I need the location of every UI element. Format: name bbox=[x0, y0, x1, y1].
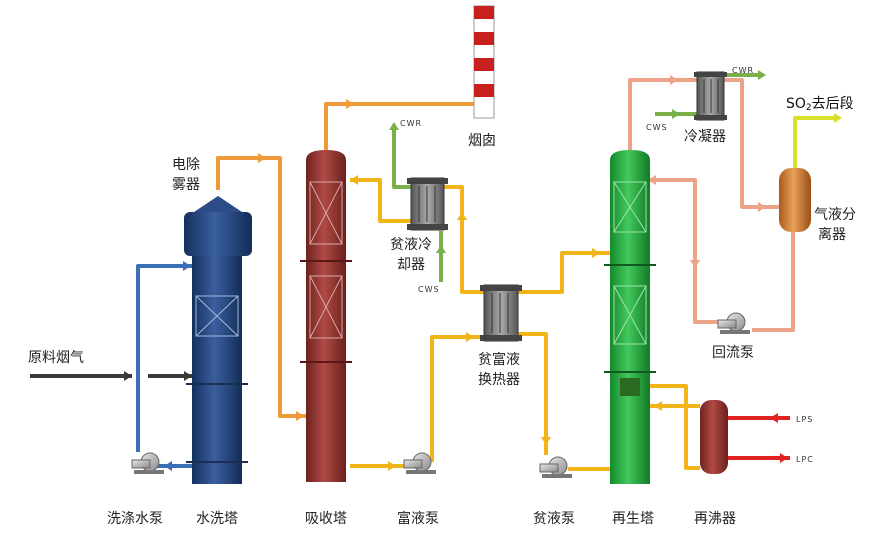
absorber bbox=[300, 150, 352, 482]
flow-arrow-icon bbox=[346, 99, 354, 109]
flow-arrow-icon bbox=[389, 122, 399, 130]
flow-arrow-icon bbox=[758, 70, 766, 80]
label-lean-cooler-line2: 却器 bbox=[397, 257, 425, 273]
flow-arrow-icon bbox=[183, 261, 191, 271]
reboiler bbox=[700, 400, 728, 474]
pipe-hx-to-lean-pump bbox=[518, 332, 548, 455]
label-absorber: 吸收塔 bbox=[305, 511, 347, 527]
label-raw-flue-gas: 原料烟气 bbox=[28, 350, 84, 366]
label-rich-pump: 富液泵 bbox=[397, 510, 439, 527]
flow-arrow-icon bbox=[184, 371, 192, 381]
pipe-reflux bbox=[648, 178, 795, 332]
flow-arrow-icon bbox=[592, 248, 600, 258]
flow-arrow-icon bbox=[124, 371, 132, 381]
label-reflux-pump: 回流泵 bbox=[712, 345, 754, 361]
pipe-wash-water bbox=[136, 264, 193, 468]
flow-arrow-icon bbox=[350, 175, 358, 185]
label-cws-2: CWS bbox=[646, 123, 668, 132]
label-lean-pump: 贫液泵 bbox=[533, 511, 575, 527]
flow-arrow-icon bbox=[780, 453, 788, 463]
pipe-lean-hx-to-cooler bbox=[444, 185, 484, 294]
flow-arrow-icon bbox=[164, 461, 172, 471]
label-separator-line2: 离器 bbox=[818, 226, 846, 243]
flow-arrows bbox=[124, 70, 842, 471]
label-esp-line2: 雾器 bbox=[172, 177, 200, 193]
pipe-network bbox=[30, 73, 836, 471]
centrifugal-pump-icon bbox=[539, 456, 572, 478]
label-stack: 烟囱 bbox=[468, 133, 496, 149]
stack bbox=[473, 5, 495, 119]
pipe-lean-to-absorber bbox=[350, 178, 411, 223]
label-so2-out: SO2去后段 bbox=[786, 96, 854, 113]
label-cws-1: CWS bbox=[418, 285, 440, 294]
plate-heat-exchanger-icon bbox=[407, 177, 448, 231]
flow-arrow-icon bbox=[388, 461, 396, 471]
flow-arrow-icon bbox=[672, 109, 680, 119]
flow-arrow-icon bbox=[758, 202, 766, 212]
centrifugal-pump-icon bbox=[403, 452, 436, 474]
label-lps: LPS bbox=[796, 415, 813, 424]
regenerator bbox=[604, 150, 656, 484]
label-hx-line2: 换热器 bbox=[478, 371, 520, 388]
label-lpc: LPC bbox=[796, 455, 814, 464]
wash-tower bbox=[184, 196, 252, 484]
centrifugal-pump-icon bbox=[131, 452, 164, 474]
flow-arrow-icon bbox=[670, 75, 678, 85]
flow-arrow-icon bbox=[466, 332, 474, 342]
pipe-absorber-to-stack bbox=[324, 102, 480, 152]
label-lean-cooler-line1: 贫液冷 bbox=[390, 237, 432, 253]
pipe-esp-to-absorber bbox=[216, 156, 306, 418]
plate-heat-exchanger-icon bbox=[694, 71, 727, 121]
label-hx-line1: 贫富液 bbox=[478, 351, 520, 368]
label-cwr-1: CWR bbox=[400, 119, 422, 128]
label-esp-line1: 电除 bbox=[172, 157, 200, 173]
label-condenser: 冷凝器 bbox=[684, 129, 726, 145]
label-cwr-2: CWR bbox=[732, 66, 754, 75]
flow-arrow-icon bbox=[654, 401, 662, 411]
pipe-so2-out bbox=[793, 116, 836, 168]
centrifugal-pump-icon bbox=[717, 312, 750, 334]
flow-arrow-icon bbox=[436, 245, 446, 253]
label-separator-line1: 气液分 bbox=[814, 207, 856, 223]
flow-arrow-icon bbox=[690, 260, 700, 268]
flow-arrow-icon bbox=[770, 413, 778, 423]
label-reboiler: 再沸器 bbox=[694, 511, 736, 527]
flow-arrow-icon bbox=[648, 175, 656, 185]
separator bbox=[779, 168, 811, 232]
flow-arrow-icon bbox=[834, 113, 842, 123]
label-regenerator: 再生塔 bbox=[612, 511, 654, 527]
pipe-rich-to-hx bbox=[350, 335, 484, 468]
flow-arrow-icon bbox=[541, 437, 551, 445]
pipe-hx-to-regenerator bbox=[518, 251, 610, 294]
flow-arrow-icon bbox=[258, 153, 266, 163]
flow-arrow-icon bbox=[296, 411, 304, 421]
plate-heat-exchanger-icon bbox=[480, 284, 522, 342]
pipe-cwr-1 bbox=[392, 130, 411, 189]
flow-arrow-icon bbox=[457, 212, 467, 220]
label-wash-tower: 水洗塔 bbox=[196, 511, 238, 527]
pipe-reboiler-loop bbox=[645, 384, 700, 470]
labels: 原料烟气 洗涤水泵 水洗塔 电除 雾器 吸收塔 烟囱 贫液冷 却器 富液泵 贫富… bbox=[28, 66, 856, 527]
label-wash-pump: 洗涤水泵 bbox=[107, 511, 163, 527]
pipe-condenser-to-separator bbox=[724, 78, 779, 209]
